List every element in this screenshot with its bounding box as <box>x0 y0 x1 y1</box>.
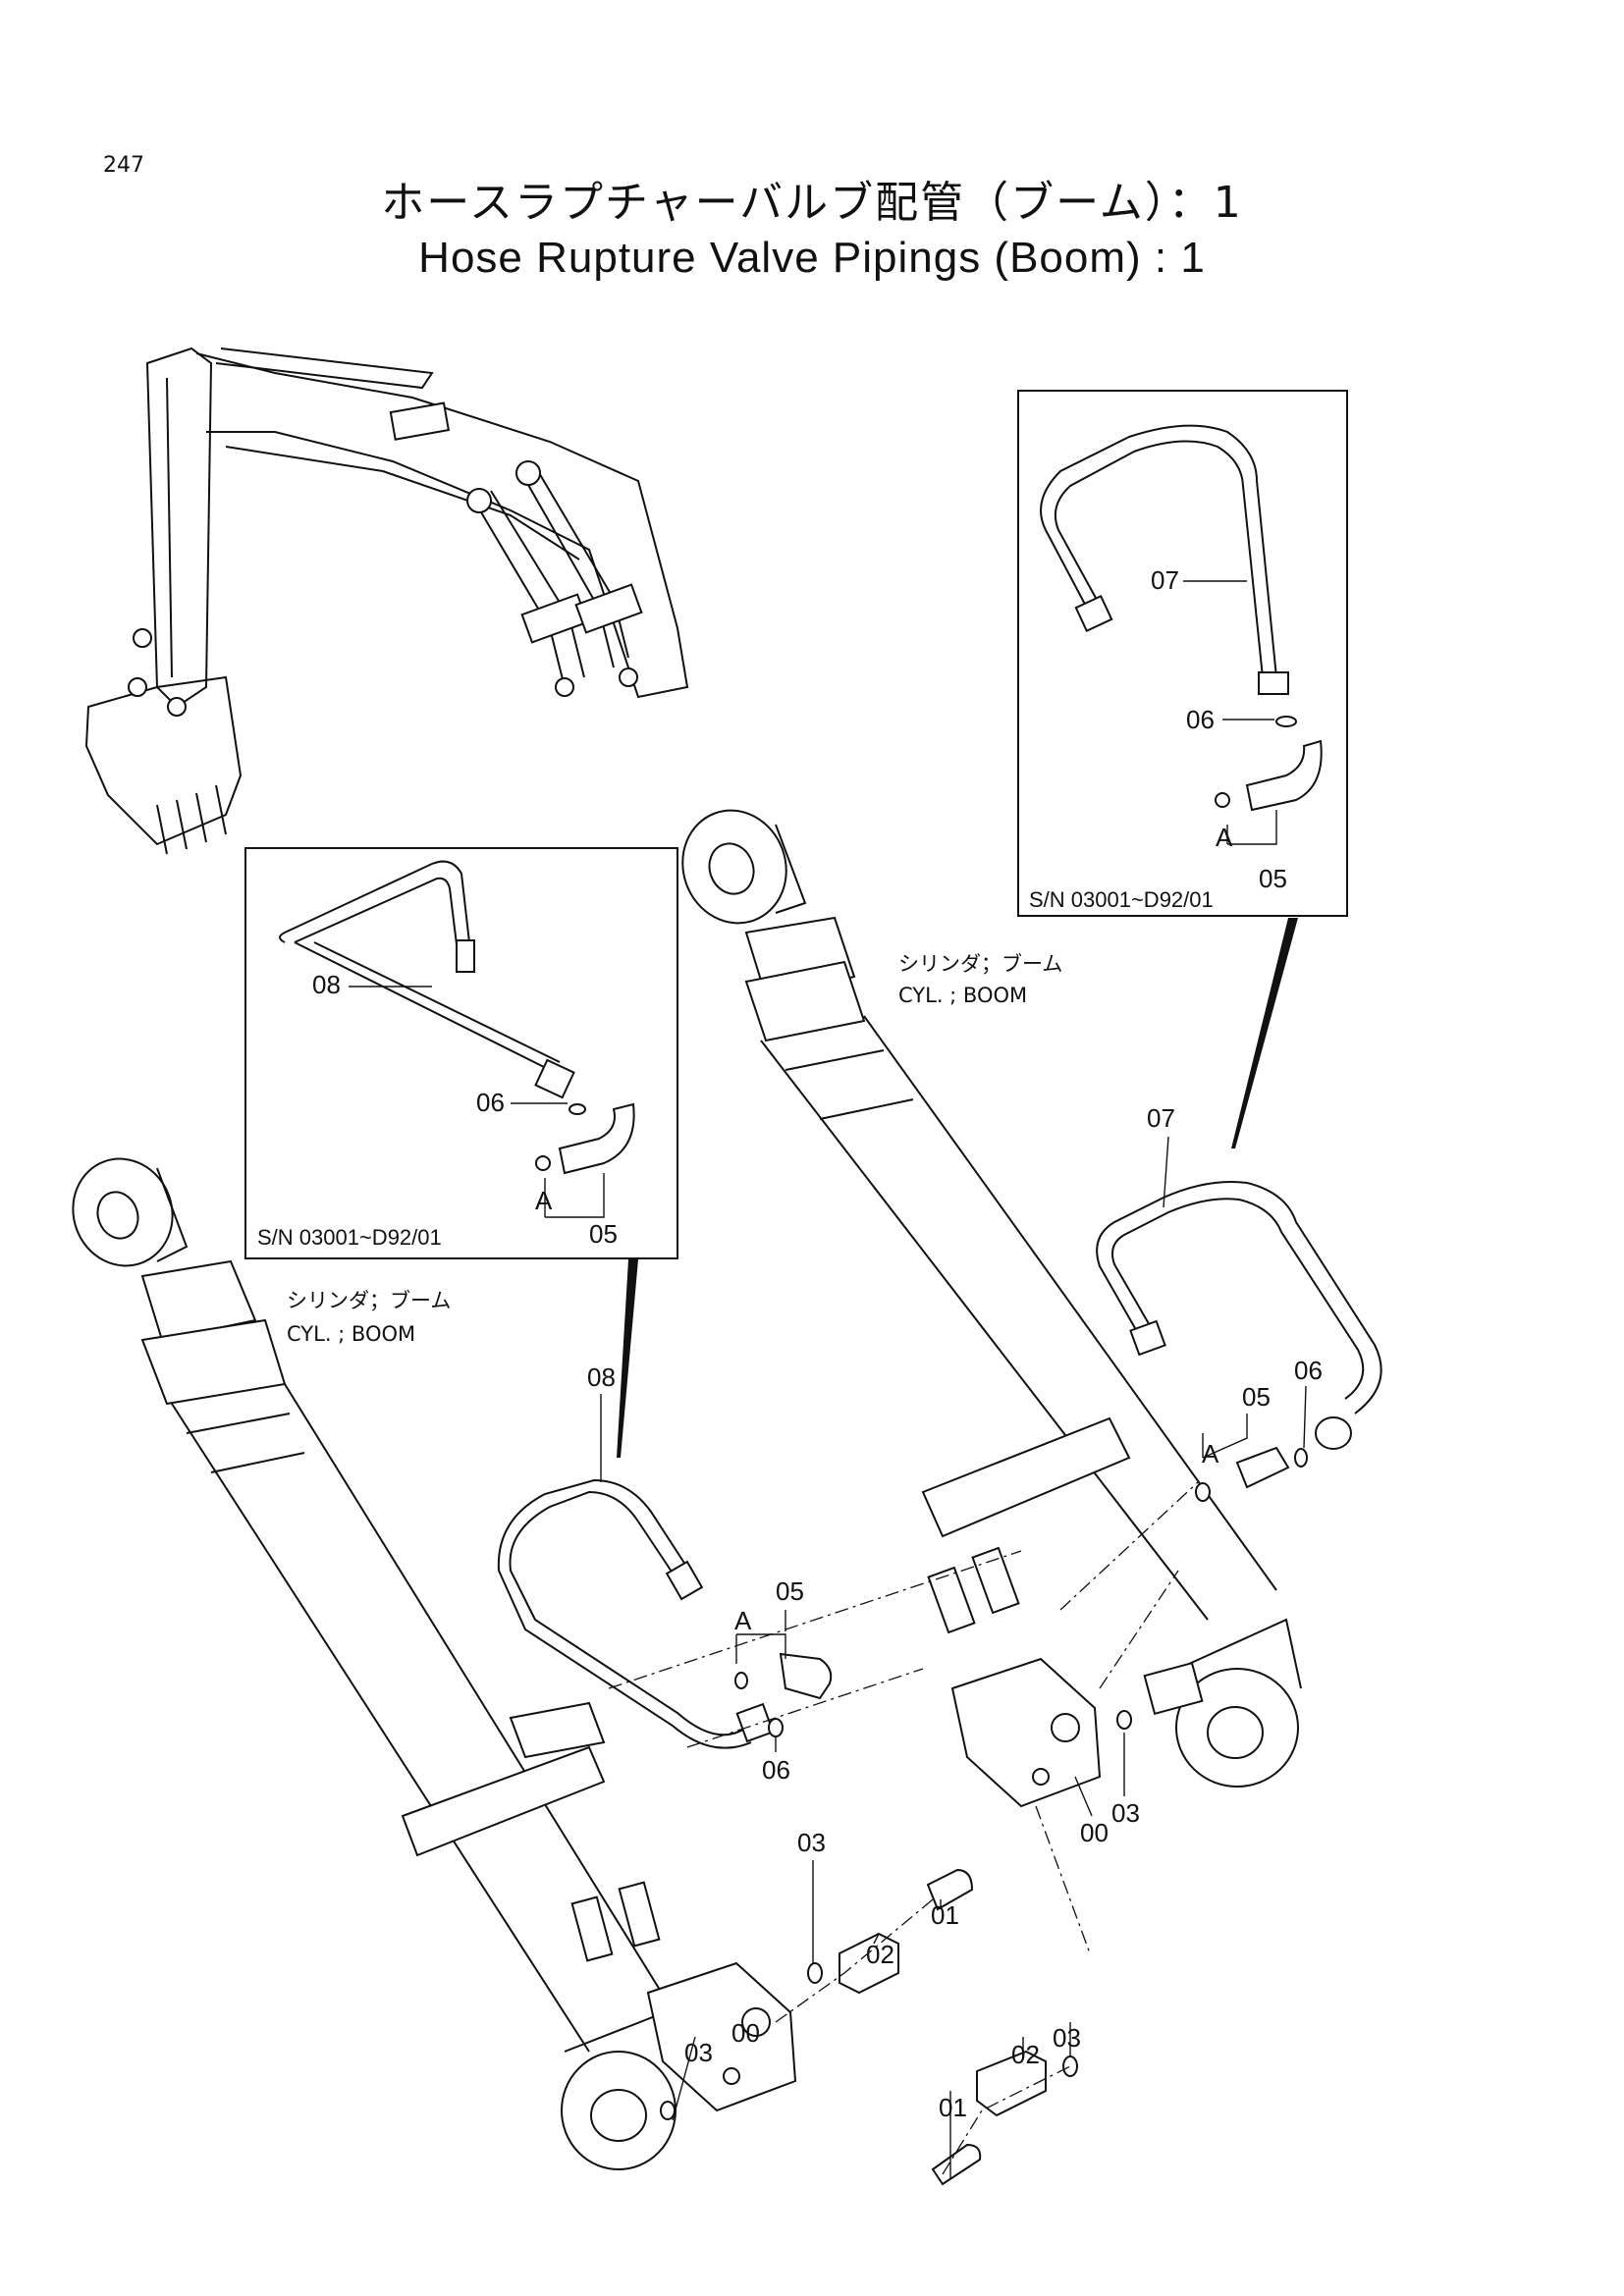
callout-03-middle: 03 <box>797 1828 826 1857</box>
page-title-japanese: ホースラプチャーバルブ配管（ブーム）：1 <box>381 178 1243 228</box>
detail-ref-a-right-main: A <box>1202 1439 1219 1468</box>
callout-05-right-main: 05 <box>1242 1382 1271 1412</box>
callout-00-right: 00 <box>1080 1818 1109 1847</box>
callout-03-lower-left: 03 <box>684 2038 713 2067</box>
inset-pointer-right <box>1231 918 1298 1148</box>
callout-05-left-main: 05 <box>776 1576 804 1606</box>
callout-05-right-inset: 05 <box>1259 864 1287 893</box>
cylinder-label-en-left: CYL. ; BOOM <box>287 1322 415 1346</box>
boom-cylinder-left <box>72 1157 1078 2186</box>
callout-08-left-inset: 08 <box>312 970 341 999</box>
excavator-arm-overview <box>84 347 689 855</box>
detail-inset-right <box>1017 390 1348 917</box>
callout-07-right-inset: 07 <box>1151 565 1179 595</box>
callout-07-main: 07 <box>1147 1103 1175 1133</box>
callout-06-left-main: 06 <box>762 1755 790 1785</box>
inset-pointer-left <box>617 1259 638 1458</box>
detail-inset-left <box>244 847 678 1259</box>
callout-05-left-inset: 05 <box>589 1219 618 1249</box>
detail-ref-a-right-inset: A <box>1216 823 1233 852</box>
boom-cylinder-right <box>681 809 1382 1954</box>
callout-08-main: 08 <box>587 1362 616 1392</box>
callout-01-upper: 01 <box>931 1900 959 1930</box>
callout-06-left-inset: 06 <box>476 1088 505 1117</box>
cylinder-label-ja-right: シリンダ；ブーム <box>898 952 1062 976</box>
callout-03-right-upper: 03 <box>1111 1798 1140 1828</box>
callout-06-right-main: 06 <box>1294 1356 1323 1385</box>
callout-06-right-inset: 06 <box>1186 705 1215 734</box>
detail-ref-a-left-main: A <box>734 1606 752 1635</box>
detail-ref-a-left-inset: A <box>535 1186 553 1215</box>
cylinder-label-ja-left: シリンダ；ブーム <box>287 1289 451 1312</box>
page-title-english: Hose Rupture Valve Pipings (Boom) : 1 <box>418 234 1206 282</box>
page-number: 247 <box>103 153 144 178</box>
callout-03-lower-right: 03 <box>1053 2023 1081 2053</box>
cylinder-label-en-right: CYL. ; BOOM <box>898 984 1027 1007</box>
callout-02-lower: 02 <box>1011 2040 1040 2069</box>
callout-01-lower: 01 <box>939 2093 967 2122</box>
serial-range-right: S/N 03001~D92/01 <box>1029 887 1214 912</box>
callout-00-left: 00 <box>731 2018 760 2048</box>
serial-range-left: S/N 03001~D92/01 <box>257 1225 442 1250</box>
callout-02-upper: 02 <box>866 1940 894 1969</box>
